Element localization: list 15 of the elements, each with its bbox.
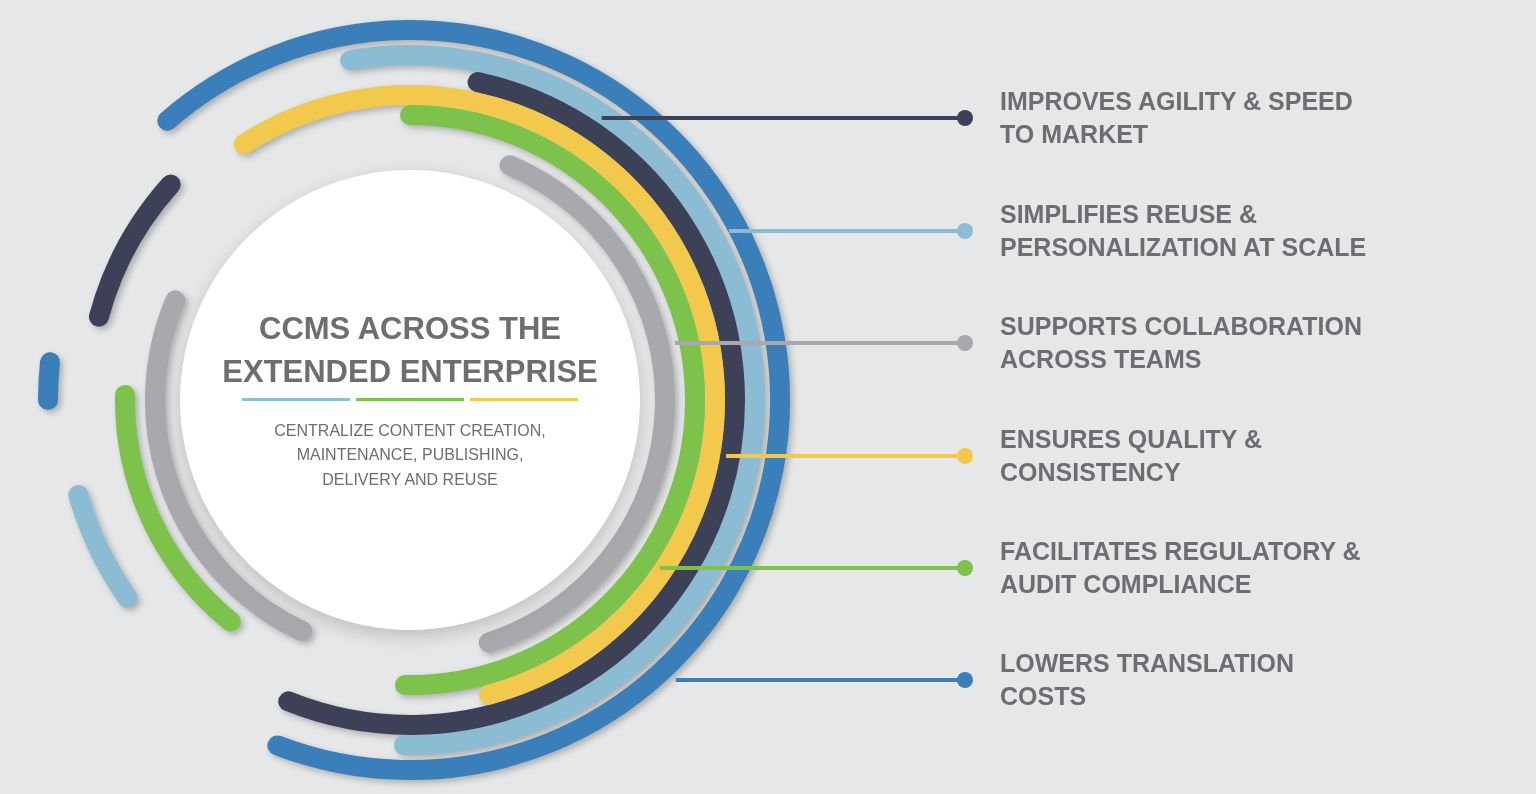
benefit-label: FACILITATES REGULATORY & AUDIT COMPLIANCE: [1000, 536, 1362, 600]
leader-line: [601, 110, 973, 126]
leader-line: [726, 448, 973, 464]
benefit-label: LOWERS TRANSLATION COSTS: [1000, 648, 1295, 712]
leader-line: [729, 223, 973, 239]
benefit-label: SIMPLIFIES REUSE & PERSONALIZATION AT SCALE: [1000, 199, 1368, 263]
benefit-label: IMPROVES AGILITY & SPEED TO MARKET: [1000, 86, 1354, 150]
center-title: CCMS ACROSS THE EXTENDED ENTERPRISE: [221, 309, 599, 392]
leader-line: [674, 335, 973, 351]
benefit-label: SUPPORTS COLLABORATION ACROSS TEAMS: [1000, 311, 1364, 375]
benefit-label: ENSURES QUALITY & CONSISTENCY: [1000, 424, 1264, 488]
leader-line: [675, 672, 973, 688]
center-circle: [180, 170, 640, 630]
center-description: CENTRALIZE CONTENT CREATION, MAINTENANCE, PUBLISHING, DELIVERY AND REUSE: [273, 420, 547, 491]
leader-line: [659, 560, 973, 576]
